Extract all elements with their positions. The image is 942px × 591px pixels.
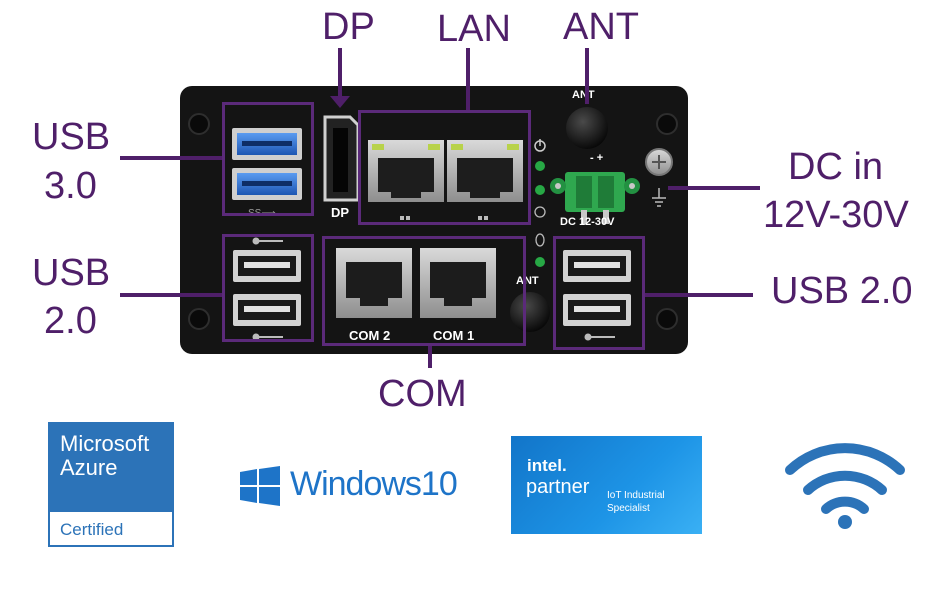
com-port bbox=[420, 248, 496, 318]
usb3-port bbox=[232, 128, 302, 160]
com-port bbox=[336, 248, 412, 318]
azure-certified-badge: Microsoft Azure Certified bbox=[48, 422, 174, 547]
intel-brand-text: intel. bbox=[527, 456, 567, 475]
wifi-icon bbox=[785, 443, 905, 529]
ant-silkscreen-label: ANT bbox=[572, 89, 595, 101]
com2-silkscreen-label: COM 2 bbox=[349, 328, 391, 343]
dc-terminal-block bbox=[550, 172, 640, 224]
windows10-text: Windows10 bbox=[290, 465, 458, 503]
usb3-port bbox=[232, 168, 302, 200]
lan-port bbox=[368, 140, 444, 202]
usb2-left-callout-line2: 2.0 bbox=[44, 300, 97, 342]
com-highlight-box bbox=[322, 236, 526, 346]
intel-tier-line1: IoT Industrial bbox=[607, 490, 665, 501]
dp-leader-line bbox=[338, 48, 342, 100]
azure-badge-line3: Certified bbox=[60, 520, 124, 539]
dp-arrow-icon bbox=[330, 96, 350, 108]
chassis bbox=[180, 86, 688, 354]
windows-logo-icon bbox=[240, 466, 280, 506]
ground-icon bbox=[652, 188, 666, 207]
intel-partner-text: partner bbox=[526, 476, 590, 498]
ant-callout: ANT bbox=[563, 6, 639, 48]
usb3-highlight-box bbox=[222, 102, 314, 216]
azure-badge-line2: Azure bbox=[60, 455, 118, 480]
usb2-port bbox=[233, 294, 301, 326]
usb3-callout-line1: USB bbox=[32, 116, 111, 158]
storage-icon bbox=[535, 233, 545, 247]
intel-tier-line2: Specialist bbox=[607, 503, 650, 514]
usb2-left-highlight-box bbox=[222, 234, 314, 342]
com-leader-line bbox=[428, 346, 432, 368]
ant-silkscreen-label: ANT bbox=[516, 275, 539, 287]
usb3-leader-line bbox=[120, 156, 222, 160]
usb2-left-leader-line bbox=[120, 293, 222, 297]
dc-leader-line bbox=[668, 186, 760, 190]
usb3-callout-line2: 3.0 bbox=[44, 165, 97, 207]
usb2-right-leader-line bbox=[645, 293, 753, 297]
displayport-connector bbox=[323, 115, 360, 202]
usb2-port bbox=[563, 250, 631, 282]
azure-badge-line1: Microsoft bbox=[60, 431, 150, 456]
usb-icon bbox=[252, 237, 615, 341]
usb2-left-callout-line1: USB bbox=[32, 252, 111, 294]
windows10-logo: Windows10 bbox=[240, 463, 460, 509]
com1-silkscreen-label: COM 1 bbox=[433, 328, 475, 343]
antenna-connector bbox=[510, 292, 550, 332]
intel-partner-badge: intel. partner IoT Industrial Specialist bbox=[511, 436, 702, 534]
power-icon bbox=[534, 139, 546, 152]
com-callout: COM bbox=[378, 373, 467, 415]
status-led bbox=[535, 161, 545, 171]
screw bbox=[188, 113, 678, 330]
lan-leader-line bbox=[466, 48, 470, 110]
polarity-silkscreen-label: - + bbox=[590, 152, 604, 164]
lan-callout: LAN bbox=[437, 8, 511, 50]
dp-callout: DP bbox=[322, 6, 375, 48]
usb2-right-highlight-box bbox=[553, 236, 645, 350]
usb2-right-callout: USB 2.0 bbox=[771, 270, 913, 312]
ant-leader-line bbox=[585, 48, 589, 104]
clock-icon bbox=[534, 206, 546, 218]
status-led bbox=[535, 185, 545, 195]
usb2-port bbox=[233, 250, 301, 282]
lan-port bbox=[447, 140, 523, 202]
antenna-connector bbox=[566, 107, 608, 149]
dc-silkscreen-label: DC 12-30V bbox=[560, 216, 615, 228]
usb2-port bbox=[563, 294, 631, 326]
status-led bbox=[535, 257, 545, 267]
dc-callout-line2: 12V-30V bbox=[763, 194, 909, 236]
lan-highlight-box bbox=[358, 110, 531, 225]
dp-silkscreen-label: DP bbox=[331, 205, 350, 220]
dc-callout-line1: DC in bbox=[788, 146, 884, 188]
